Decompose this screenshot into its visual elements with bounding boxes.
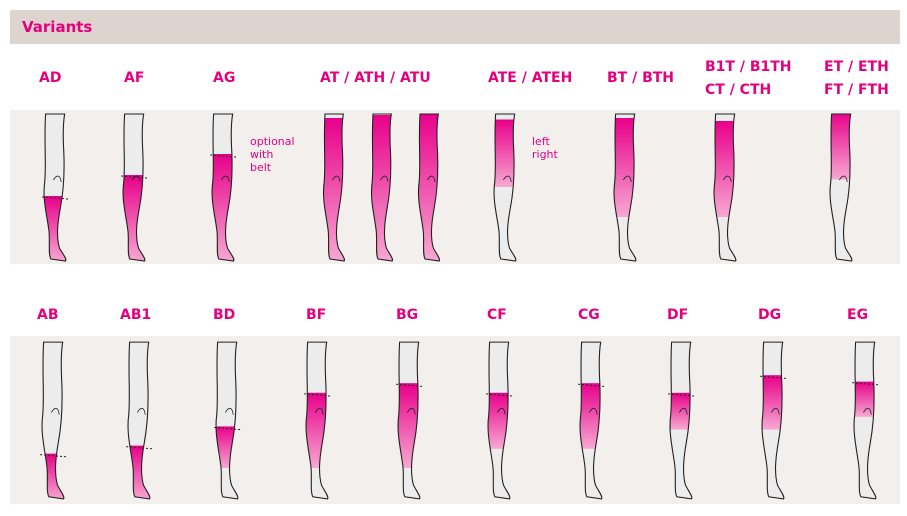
stocking-coverage [840, 382, 892, 417]
stocking-coverage [292, 393, 344, 468]
leg-illustration [109, 112, 161, 262]
leg-illustration [840, 340, 892, 500]
variant-label: BT / BTH [607, 68, 674, 89]
stocking-coverage [202, 426, 254, 468]
leg-illustration [292, 340, 344, 500]
stocking-coverage [405, 112, 455, 262]
leg-illustration [384, 340, 436, 500]
variant-label: DF [667, 305, 688, 326]
leg-illustration [198, 112, 250, 262]
variant-label: DG [758, 305, 781, 326]
leg-illustration [700, 112, 752, 262]
leg-illustration [405, 112, 455, 262]
leg-illustration [30, 112, 82, 262]
note-text: belt [250, 161, 271, 174]
leg-illustration [114, 340, 166, 500]
leg-illustration [310, 112, 360, 262]
stocking-coverage [566, 383, 618, 449]
leg-illustration [358, 112, 408, 262]
stocking-coverage [310, 118, 360, 262]
variant-label: EG [847, 305, 868, 326]
variant-label: AF [124, 68, 144, 89]
note-text: optional [250, 135, 295, 148]
stocking-coverage [109, 175, 161, 262]
note-text: left [532, 135, 550, 148]
variant-label: AB [37, 305, 59, 326]
variant-label: BD [213, 305, 235, 326]
variant-label: ATE / ATEH [488, 68, 572, 89]
stocking-coverage [748, 375, 800, 429]
variant-label: AB1 [120, 305, 151, 326]
leg-illustration [656, 340, 708, 500]
variant-label: AT / ATH / ATU [320, 68, 431, 89]
leg-illustration [816, 112, 868, 262]
variant-label: BF [306, 305, 326, 326]
variant-label: CG [578, 305, 600, 326]
stocking-coverage [600, 118, 652, 217]
leg-outline [216, 342, 238, 499]
variant-label: BG [396, 305, 418, 326]
variant-label: FT / FTH [824, 80, 889, 101]
note-text: with [250, 148, 273, 161]
variant-label: ET / ETH [824, 57, 889, 78]
leg-illustration [566, 340, 618, 500]
stocking-coverage [30, 196, 82, 262]
section-title: Variants [22, 18, 92, 36]
stocking-coverage [384, 383, 436, 468]
variant-label: CF [487, 305, 507, 326]
variant-label: AG [213, 68, 235, 89]
leg-outline [854, 342, 876, 499]
variant-label: AD [39, 68, 61, 89]
stocking-coverage [358, 115, 408, 262]
variant-label: CT / CTH [705, 80, 771, 101]
stocking-coverage [198, 154, 250, 262]
leg-illustration [748, 340, 800, 500]
stocking-coverage [28, 454, 80, 500]
stocking-coverage [114, 446, 166, 500]
leg-illustration [600, 112, 652, 262]
stocking-coverage [700, 121, 752, 217]
leg-illustration [474, 340, 526, 500]
leg-illustration [202, 340, 254, 500]
header-bar: Variants [10, 10, 900, 44]
stocking-coverage [656, 393, 708, 430]
note-text: right [532, 148, 558, 161]
stocking-coverage [816, 112, 868, 180]
leg-illustration [480, 112, 532, 262]
leg-illustration [28, 340, 80, 500]
variant-label: B1T / B1TH [705, 57, 792, 78]
stocking-coverage [474, 393, 526, 449]
